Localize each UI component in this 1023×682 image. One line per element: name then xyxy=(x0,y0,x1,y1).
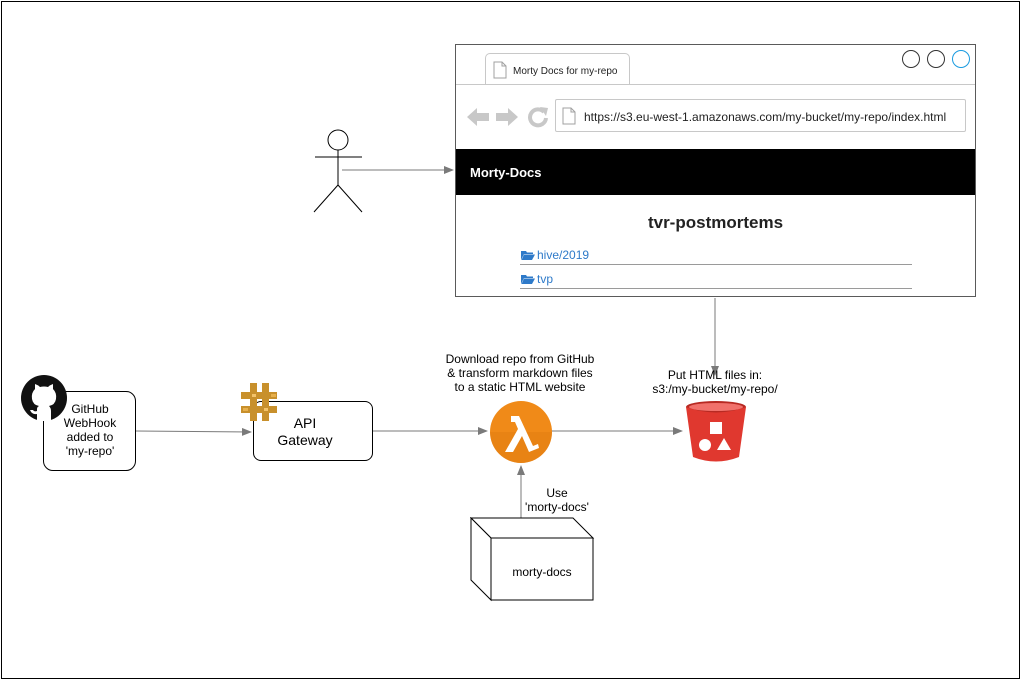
url-text: https://s3.eu-west-1.amazonaws.com/my-bu… xyxy=(584,110,947,124)
document-icon xyxy=(493,61,507,79)
site-title[interactable]: Morty-Docs xyxy=(470,165,542,180)
folder-row-hive: hive/2019 xyxy=(520,245,912,265)
site-header-bar: Morty-Docs xyxy=(456,149,975,195)
folder-row-tvp: tvp xyxy=(520,269,912,289)
github-label-line3: added to xyxy=(66,430,114,444)
browser-window: Morty Docs for my-repo https://s3.eu-wes… xyxy=(455,44,976,297)
s3-bucket-icon xyxy=(686,401,746,462)
window-button-3[interactable] xyxy=(952,50,970,68)
reload-icon[interactable] xyxy=(527,106,549,128)
browser-tab[interactable]: Morty Docs for my-repo xyxy=(485,53,630,85)
folder-open-icon xyxy=(521,251,535,260)
window-button-1[interactable] xyxy=(902,50,920,68)
user-actor-icon xyxy=(313,129,363,213)
github-webhook-node xyxy=(43,391,136,471)
folder-link-hive[interactable]: hive/2019 xyxy=(537,248,590,262)
github-octocat-icon xyxy=(21,375,67,421)
lambda-caption-line3: to a static HTML website xyxy=(454,380,586,394)
lambda-caption: Download repo from GitHub & transform ma… xyxy=(430,352,610,394)
tab-title: Morty Docs for my-repo xyxy=(513,66,618,77)
address-bar[interactable]: https://s3.eu-west-1.amazonaws.com/my-bu… xyxy=(555,99,966,132)
morty-docs-label: morty-docs xyxy=(512,565,572,579)
github-webhook-label: GitHub WebHook added to 'my-repo' xyxy=(53,402,127,458)
github-label-line1: GitHub xyxy=(71,402,109,416)
use-note-line1: Use xyxy=(546,486,568,500)
api-gateway-icon xyxy=(241,383,277,421)
s3-caption-line1: Put HTML files in: xyxy=(667,368,763,382)
folder-open-icon xyxy=(521,275,535,284)
s3-caption-line2: s3:/my-bucket/my-repo/ xyxy=(652,382,778,396)
folder-link-tvp[interactable]: tvp xyxy=(537,272,554,286)
api-gateway-node xyxy=(253,401,373,461)
github-label-line4: 'my-repo' xyxy=(65,444,115,458)
morty-docs-package-box xyxy=(470,517,595,602)
lambda-caption-line1: Download repo from GitHub xyxy=(445,352,595,366)
api-gateway-label: API Gateway xyxy=(255,415,355,449)
use-note-line2: 'morty-docs' xyxy=(525,500,589,514)
github-label-line2: WebHook xyxy=(63,416,117,430)
page-heading: tvr-postmortems xyxy=(647,213,784,232)
lambda-caption-line2: & transform markdown files xyxy=(447,366,593,380)
page-icon xyxy=(562,107,576,125)
window-button-2[interactable] xyxy=(927,50,945,68)
back-arrow-icon[interactable] xyxy=(466,107,490,127)
github-to-api-arrow xyxy=(135,427,252,436)
use-note: Use 'morty-docs' xyxy=(512,486,602,514)
api-label-line1: API xyxy=(293,415,317,431)
forward-arrow-icon[interactable] xyxy=(495,107,519,127)
api-label-line2: Gateway xyxy=(277,432,333,448)
lambda-icon xyxy=(490,401,552,463)
s3-caption: Put HTML files in: s3:/my-bucket/my-repo… xyxy=(625,368,805,396)
tab-strip-divider xyxy=(456,84,975,85)
